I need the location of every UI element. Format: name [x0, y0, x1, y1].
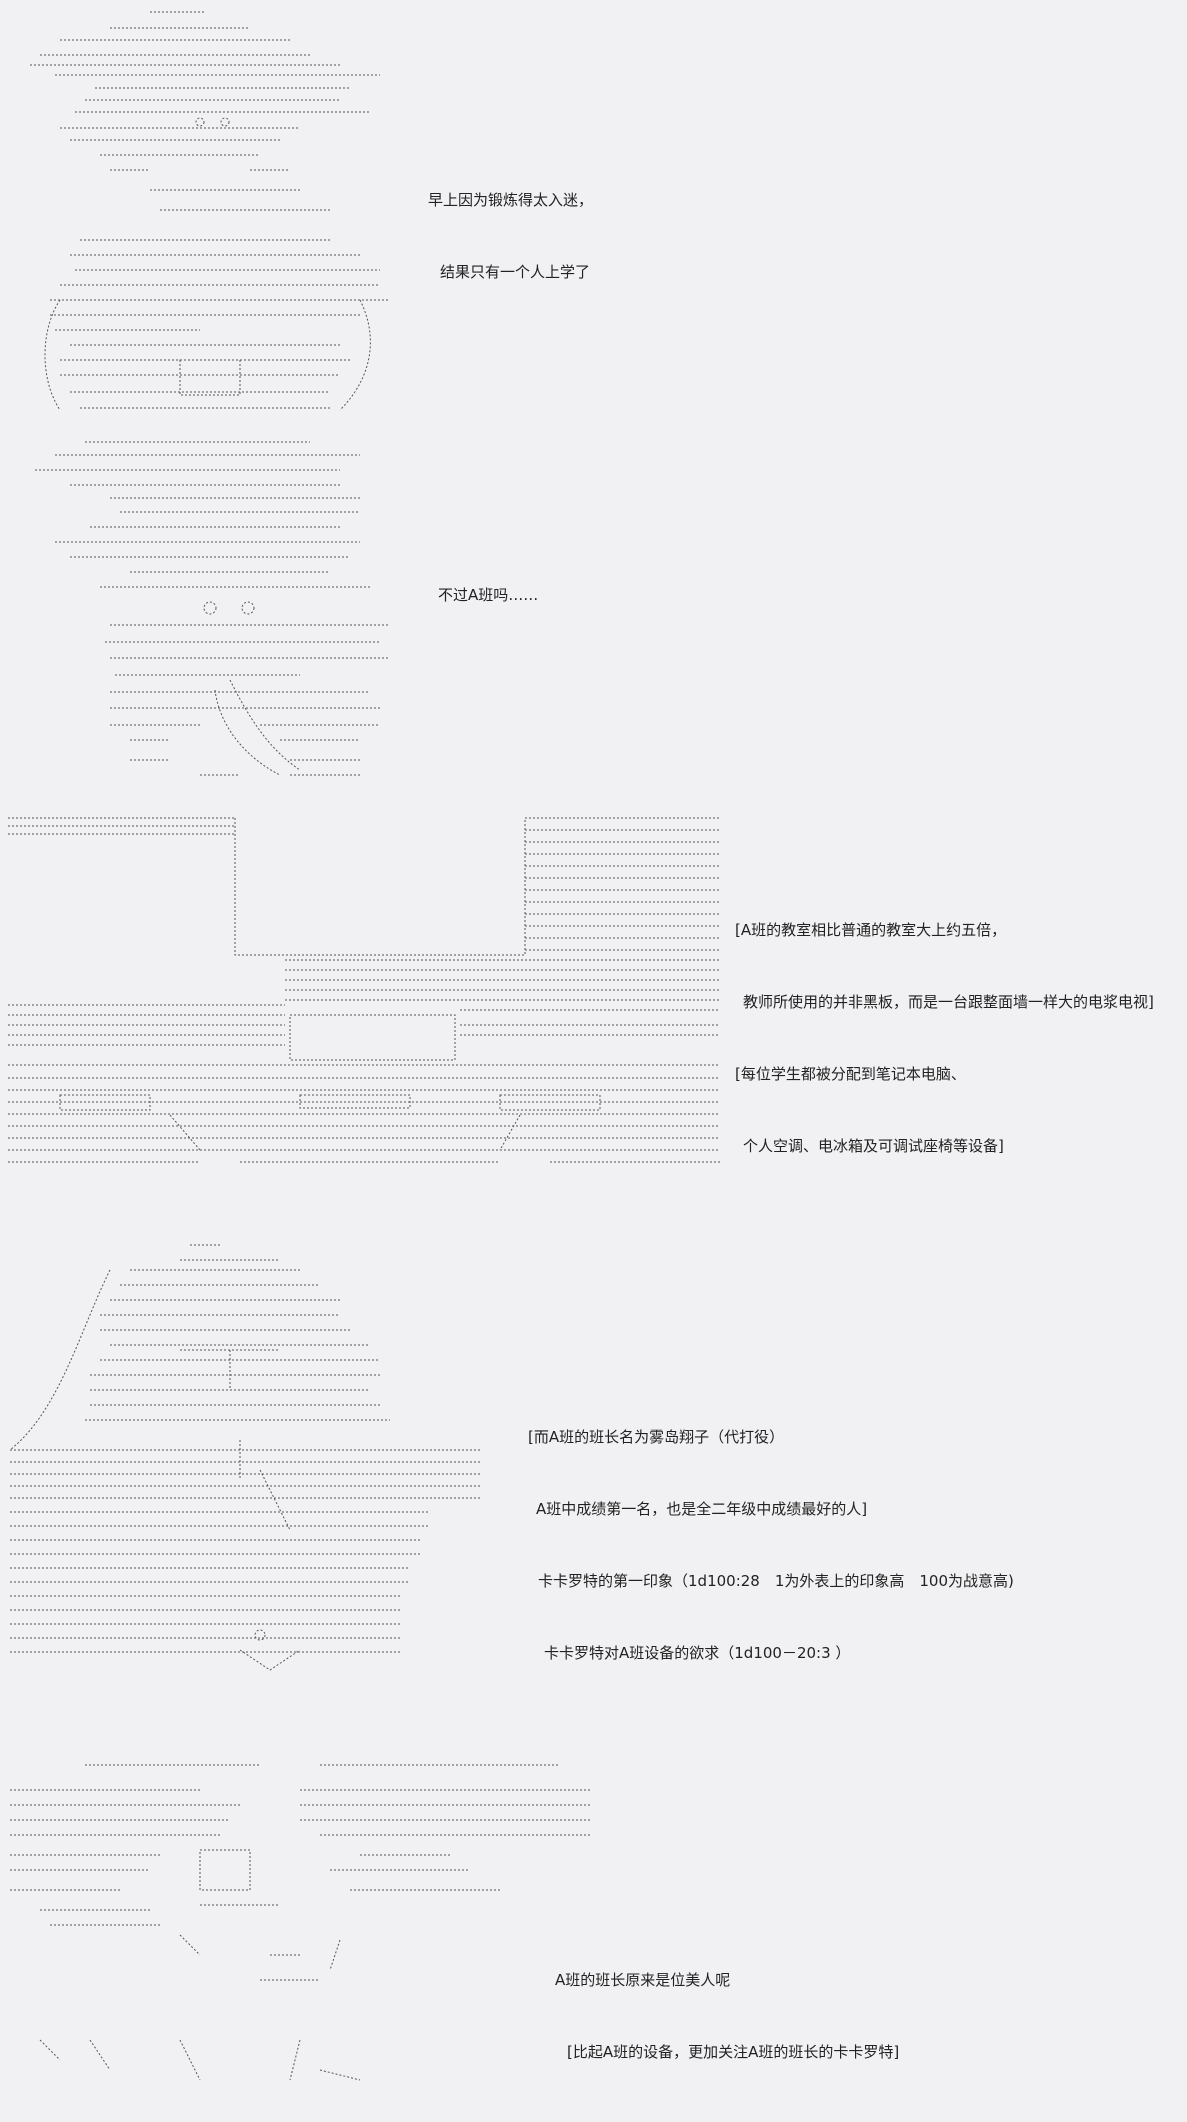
panel-1: 早上因为锻炼得太入迷， 结果只有一个人上学了 — [0, 0, 1187, 430]
panel-2: 不过A班吗…… — [0, 430, 1187, 810]
ascii-art-boy-hand-on-chest — [0, 430, 410, 810]
caption-line: 不过A班吗…… — [438, 586, 539, 604]
caption-line: [比起A班的设备，更加关注A班的班长的卡卡罗特] — [567, 2043, 900, 2061]
caption-line: [而A班的班长名为雾岛翔子（代打役） — [528, 1428, 785, 1446]
caption-line: 卡卡罗特的第一印象（1d100:28 1为外表上的印象高 100为战意高) — [538, 1572, 1014, 1590]
caption: [而A班的班长名为雾岛翔子（代打役） A班中成绩第一名，也是全二年级中成绩最好的… — [528, 1382, 1014, 1714]
caption-line: [每位学生都被分配到笔记本电脑、 — [735, 1065, 966, 1083]
caption-line: A班的班长原来是位美人呢 — [555, 1971, 731, 1989]
ascii-art-class-president-closeup — [0, 1740, 600, 2122]
caption-line: 卡卡罗特对A班设备的欲求（1d100－20:3 ） — [544, 1644, 851, 1662]
caption-line: 早上因为锻炼得太入迷， — [428, 191, 594, 209]
ascii-art-boy-with-straw-hat — [0, 0, 400, 430]
ascii-art-class-president — [0, 1230, 500, 1740]
caption-line: [A班的教室相比普通的教室大上约五倍， — [735, 921, 1007, 939]
caption-line: 结果只有一个人上学了 — [440, 263, 591, 281]
panel-3: [A班的教室相比普通的教室大上约五倍， 教师所使用的并非黑板，而是一台跟整面墙一… — [0, 810, 1187, 1230]
caption-line: 个人空调、电冰箱及可调试座椅等设备] — [743, 1137, 1004, 1155]
panel-4: [而A班的班长名为雾岛翔子（代打役） A班中成绩第一名，也是全二年级中成绩最好的… — [0, 1230, 1187, 1740]
ascii-art-classroom — [0, 810, 730, 1230]
caption: 早上因为锻炼得太入迷， 结果只有一个人上学了 — [428, 145, 593, 333]
caption-line: A班中成绩第一名，也是全二年级中成绩最好的人] — [536, 1500, 868, 1518]
caption-line: 教师所使用的并非黑板，而是一台跟整面墙一样大的电浆电视] — [743, 993, 1154, 1011]
caption: A班的班长原来是位美人呢 [比起A班的设备，更加关注A班的班长的卡卡罗特] — [555, 1925, 899, 2113]
panel-5: A班的班长原来是位美人呢 [比起A班的设备，更加关注A班的班长的卡卡罗特] — [0, 1740, 1187, 2122]
caption: 不过A班吗…… — [438, 540, 538, 650]
caption: [A班的教室相比普通的教室大上约五倍， 教师所使用的并非黑板，而是一台跟整面墙一… — [735, 875, 1154, 1207]
